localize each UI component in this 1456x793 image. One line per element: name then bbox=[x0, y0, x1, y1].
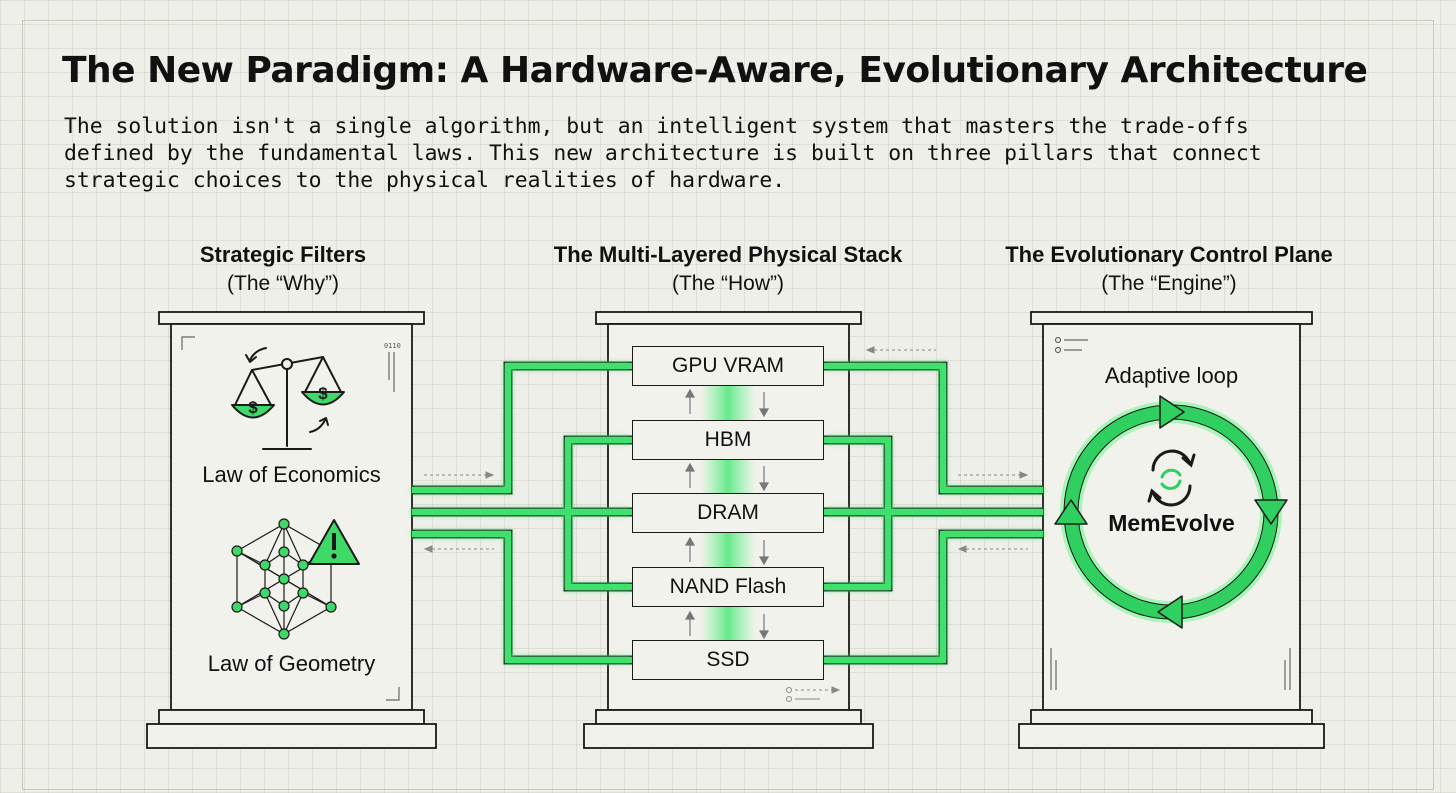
stack-layer-hbm: HBM bbox=[632, 420, 824, 460]
pillar-control-plane bbox=[1018, 311, 1325, 749]
pillar-column bbox=[1042, 323, 1301, 711]
pillar-strategic-filters bbox=[146, 311, 437, 749]
refresh-cycle-icon bbox=[1147, 449, 1196, 507]
pillar-base-lower bbox=[146, 723, 437, 749]
pillar-heading-strategic-filters: Strategic Filters (The “Why”) bbox=[73, 240, 493, 298]
pillar-heading-physical-stack: The Multi-Layered Physical Stack (The “H… bbox=[518, 240, 938, 298]
pillar-subtitle: (The “Why”) bbox=[227, 272, 339, 295]
memevolve-label: MemEvolve bbox=[1108, 510, 1235, 536]
stack-layer-gpu-vram: GPU VRAM bbox=[632, 346, 824, 386]
loop-arrowheads bbox=[1054, 395, 1288, 629]
law-of-economics-label: Law of Economics bbox=[202, 462, 381, 487]
scale-icon bbox=[231, 347, 345, 450]
pillar-capital bbox=[158, 311, 425, 325]
page-subtitle: The solution isn't a single algorithm, b… bbox=[64, 114, 1262, 193]
svg-text:0110: 0110 bbox=[384, 342, 401, 350]
pillar-subtitle: (The “How”) bbox=[671, 272, 784, 295]
pillar-name: The Evolutionary Control Plane bbox=[1005, 242, 1333, 267]
stack-layer-nand-flash: NAND Flash bbox=[632, 567, 824, 607]
flow-arrows bbox=[423, 346, 1029, 694]
pillar-subtitle: (The “Engine”) bbox=[1101, 272, 1237, 295]
pillar-base-upper bbox=[158, 709, 425, 725]
stack-arrows bbox=[684, 388, 770, 640]
warning-icon bbox=[308, 519, 360, 565]
stack-layer-ssd: SSD bbox=[632, 640, 824, 680]
pillar-base-upper bbox=[595, 709, 862, 725]
stack-layer-dram: DRAM bbox=[632, 493, 824, 533]
pillar-base-lower bbox=[1018, 723, 1325, 749]
connector-lines bbox=[412, 363, 1043, 663]
pillar-name: Strategic Filters bbox=[199, 242, 367, 267]
diagram-frame bbox=[22, 20, 1434, 790]
pillar-base-lower bbox=[583, 723, 874, 749]
pillar-capital bbox=[1030, 311, 1313, 325]
dollar-icon: $ bbox=[318, 384, 328, 403]
pillar-column bbox=[170, 323, 413, 711]
page-title: The New Paradigm: A Hardware-Aware, Evol… bbox=[62, 50, 1368, 91]
law-of-geometry-label: Law of Geometry bbox=[207, 651, 376, 676]
dollar-icon: $ bbox=[248, 398, 258, 417]
pillar-name: The Multi-Layered Physical Stack bbox=[553, 242, 903, 267]
pillar-heading-control-plane: The Evolutionary Control Plane (The “Eng… bbox=[959, 240, 1379, 298]
pillar-base-upper bbox=[1030, 709, 1313, 725]
adaptive-loop-label: Adaptive loop bbox=[1104, 363, 1239, 388]
pillar-capital bbox=[595, 311, 862, 325]
